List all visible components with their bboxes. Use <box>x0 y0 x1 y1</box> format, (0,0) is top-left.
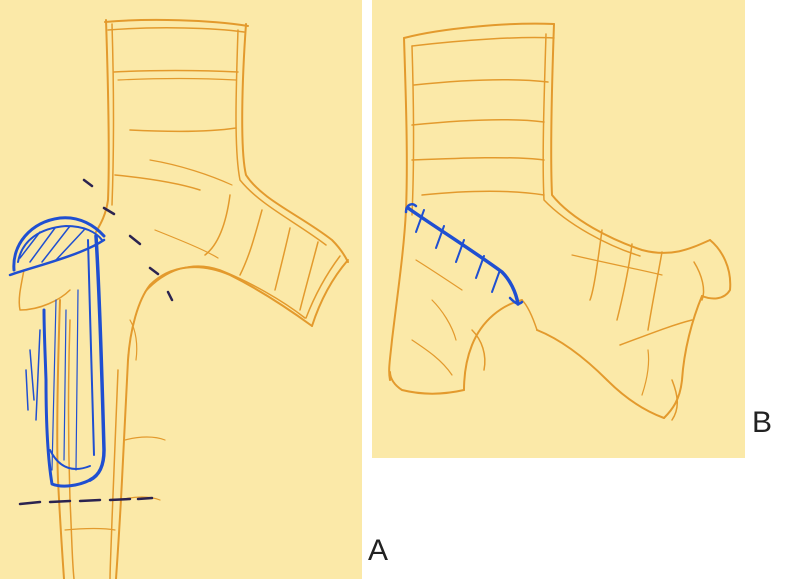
resected-segment-a <box>8 216 106 488</box>
trachea-outline-a <box>18 18 349 579</box>
panel-a <box>0 0 362 579</box>
anastomosis-suture-line-b <box>404 203 524 306</box>
resection-marks-a <box>18 178 174 506</box>
panel-b-drawing <box>372 0 745 458</box>
panel-label-b: B <box>752 406 773 439</box>
panel-b-background <box>372 0 745 458</box>
panel-label-a: A <box>368 534 389 567</box>
panel-b <box>372 0 745 458</box>
panel-a-drawing <box>0 0 362 579</box>
panel-a-background <box>0 0 362 579</box>
trachea-outline-b <box>388 22 732 421</box>
